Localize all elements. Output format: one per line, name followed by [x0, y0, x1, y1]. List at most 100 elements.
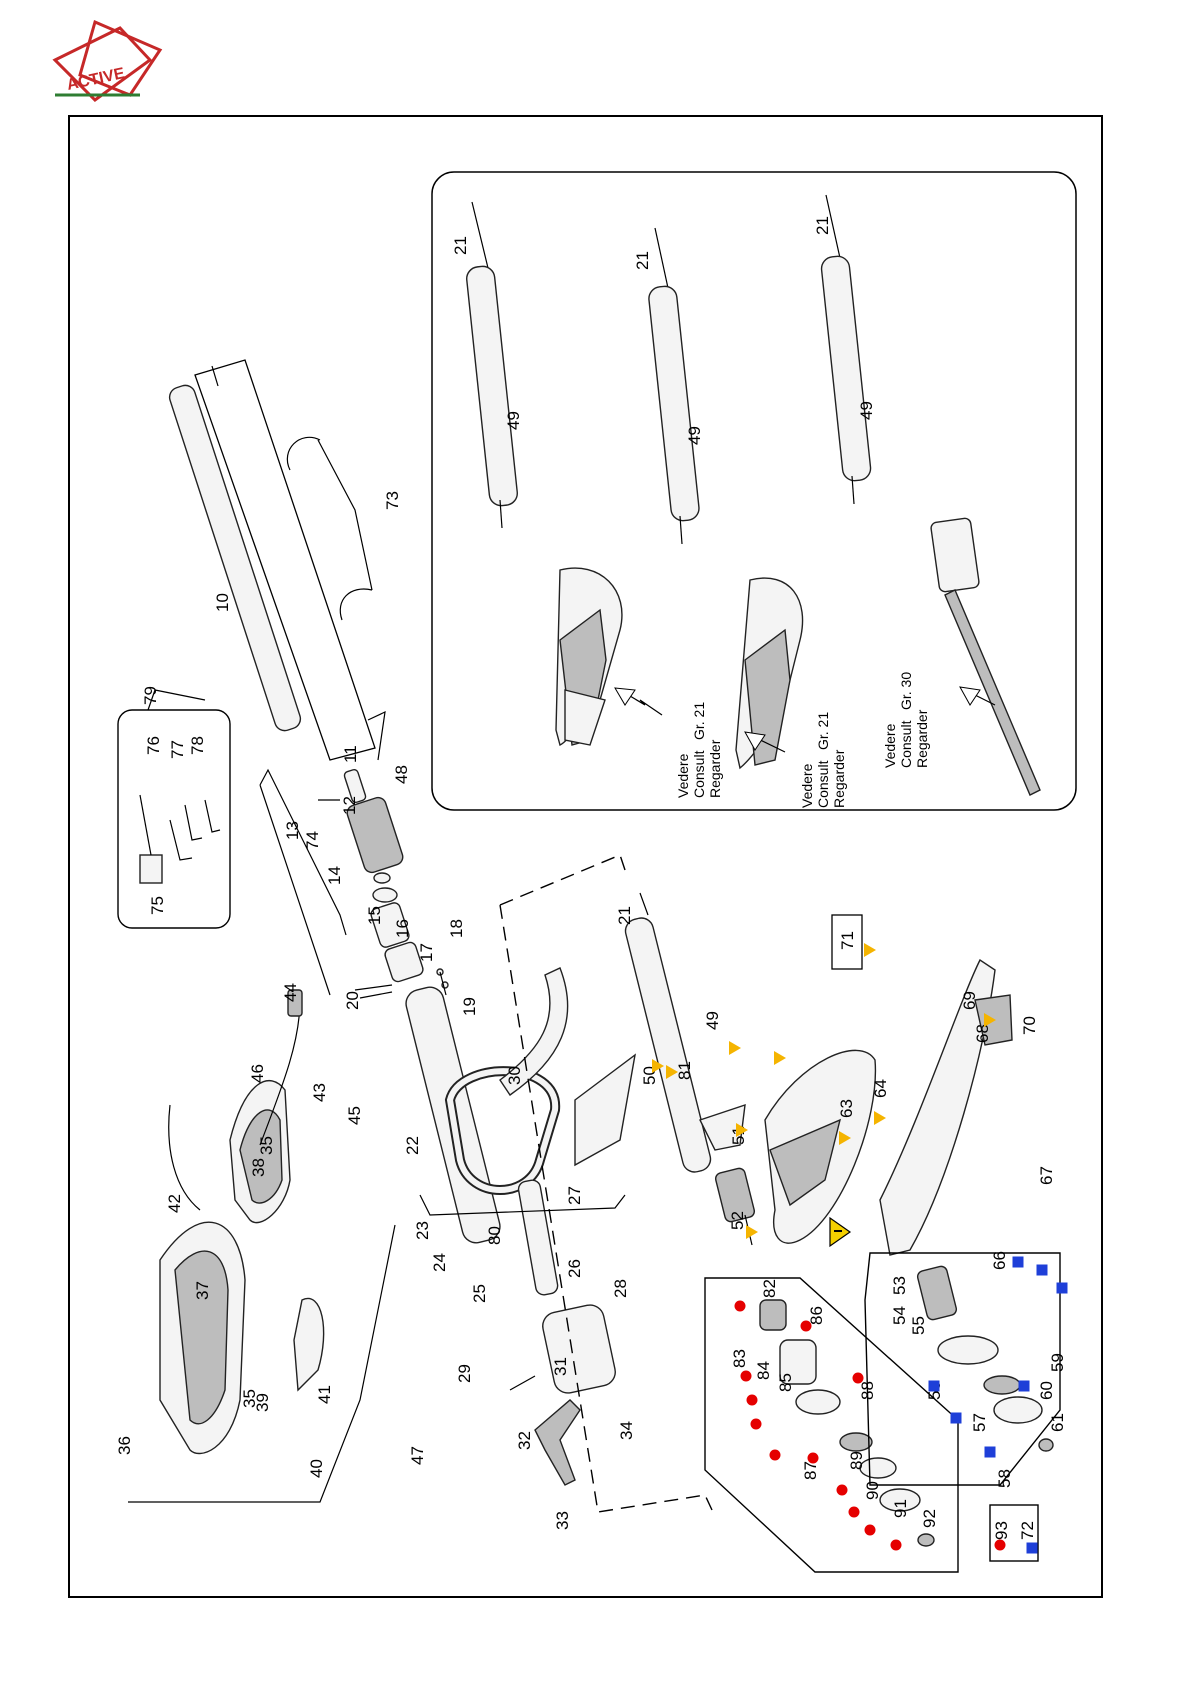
red-circle-marker [769, 1449, 781, 1461]
svg-text:Gr. 21: Gr. 21 [815, 712, 831, 750]
part-label-21-2: 21 [633, 251, 652, 270]
active-logo: ACTIVE [52, 19, 163, 102]
part-label-20: 20 [343, 991, 362, 1010]
red-circle-marker [746, 1394, 758, 1406]
part-label-24: 24 [430, 1253, 449, 1272]
part-label-21-1: 21 [451, 236, 470, 255]
knob-33 [534, 1399, 581, 1486]
shaft-assembly-box [168, 359, 376, 761]
part-label-19: 19 [460, 997, 479, 1016]
part-label-18: 18 [447, 919, 466, 938]
yellow-triangle-marker [864, 943, 876, 957]
part-label-81: 81 [675, 1061, 694, 1080]
yellow-triangle-marker [736, 1123, 748, 1137]
yellow-triangle-marker [746, 1225, 758, 1239]
part-label-41: 41 [315, 1385, 334, 1404]
part-label-93: 93 [992, 1521, 1011, 1540]
chainsaw-head-2 [735, 577, 804, 770]
part-label-90: 90 [863, 1481, 882, 1500]
red-circle-marker [750, 1418, 762, 1430]
svg-text:Vedere: Vedere [799, 763, 815, 808]
blue-square-marker [1036, 1264, 1048, 1276]
leader-29 [419, 1194, 626, 1216]
hedge-trimmer-head [930, 517, 1041, 796]
deflector-66-70 [879, 958, 1013, 1256]
part-label-15: 15 [365, 906, 384, 925]
part-label-63: 63 [837, 1099, 856, 1118]
blue-square-marker [984, 1446, 996, 1458]
gearhead-kit-parts [759, 1299, 935, 1547]
leader-47 [128, 1224, 396, 1503]
red-circle-marker [740, 1370, 752, 1382]
part-label-92: 92 [920, 1509, 939, 1528]
red-circle-marker [864, 1524, 876, 1536]
part-label-72: 72 [1018, 1521, 1037, 1540]
yellow-triangle-marker [729, 1041, 741, 1055]
part-label-49-1: 49 [504, 411, 523, 430]
yellow-triangle-marker [774, 1051, 786, 1065]
part-label-49-2: 49 [685, 426, 704, 445]
rear-handle-housing [159, 1221, 246, 1455]
leader-48 [367, 710, 386, 761]
part-label-54: 54 [890, 1306, 909, 1325]
red-circle-marker [848, 1506, 860, 1518]
svg-text:Consult: Consult [898, 720, 914, 768]
yellow-triangle-marker [652, 1059, 664, 1073]
part-label-59: 59 [1048, 1353, 1067, 1372]
part-label-60: 60 [1037, 1381, 1056, 1400]
part-label-86: 86 [807, 1306, 826, 1325]
part-label-23: 23 [413, 1221, 432, 1240]
part-label-43: 43 [310, 1083, 329, 1102]
dashed-group-outline [499, 854, 713, 1513]
part-label-29: 29 [455, 1364, 474, 1383]
bracket-51 [699, 1103, 746, 1151]
blue-square-marker [1018, 1380, 1030, 1392]
part-label-39: 39 [253, 1393, 272, 1412]
diagram-frame [68, 115, 1103, 1598]
part-label-48: 48 [392, 765, 411, 784]
part-label-42: 42 [165, 1194, 184, 1213]
head-kit-box [864, 1252, 1061, 1486]
part-label-73: 73 [383, 491, 402, 510]
part-label-37: 37 [193, 1281, 212, 1300]
svg-text:Consult: Consult [691, 750, 707, 798]
part-label-35-1: 35 [240, 1389, 259, 1408]
part-label-57: 57 [970, 1413, 989, 1432]
part-label-21-4: 21 [615, 906, 634, 925]
head-kit-parts [916, 1265, 1054, 1452]
part-label-35-2: 35 [257, 1136, 276, 1155]
part-label-10: 10 [213, 593, 232, 612]
part-label-40: 40 [307, 1459, 326, 1478]
coupler-52 [714, 1167, 756, 1246]
blue-square-marker [928, 1380, 940, 1392]
part-label-75: 75 [148, 896, 167, 915]
legend-box [989, 1504, 1039, 1562]
part-label-22: 22 [403, 1136, 422, 1155]
yellow-triangle-marker [984, 1013, 996, 1027]
attachments-inset [431, 171, 1077, 811]
inset-arrow-1 [614, 687, 663, 716]
part-label-55: 55 [909, 1316, 928, 1335]
gearhead-kit-box [704, 1277, 959, 1573]
part-label-91: 91 [891, 1499, 910, 1518]
part-label-34: 34 [617, 1421, 636, 1440]
part-label-84: 84 [754, 1361, 773, 1380]
part-label-26: 26 [565, 1259, 584, 1278]
blue-square-marker [1012, 1256, 1024, 1268]
part-label-25: 25 [470, 1284, 489, 1303]
part-label-64: 64 [871, 1079, 890, 1098]
yellow-triangle-marker [839, 1131, 851, 1145]
yellow-triangle-marker [666, 1065, 678, 1079]
part-label-79: 79 [141, 686, 160, 705]
coupler-34 [509, 1304, 616, 1394]
part-label-49-3: 49 [857, 401, 876, 420]
part-label-82: 82 [760, 1279, 779, 1298]
part-label-17: 17 [417, 943, 436, 962]
part-label-53: 53 [890, 1276, 909, 1295]
ref-text-1: Vedere Consult Regarder Gr. 21 [675, 702, 723, 798]
part-label-32: 32 [515, 1431, 534, 1450]
part-label-38: 38 [249, 1158, 268, 1177]
part-label-83: 83 [730, 1349, 749, 1368]
part-label-80: 80 [485, 1226, 504, 1245]
grass-guard [764, 1049, 877, 1244]
